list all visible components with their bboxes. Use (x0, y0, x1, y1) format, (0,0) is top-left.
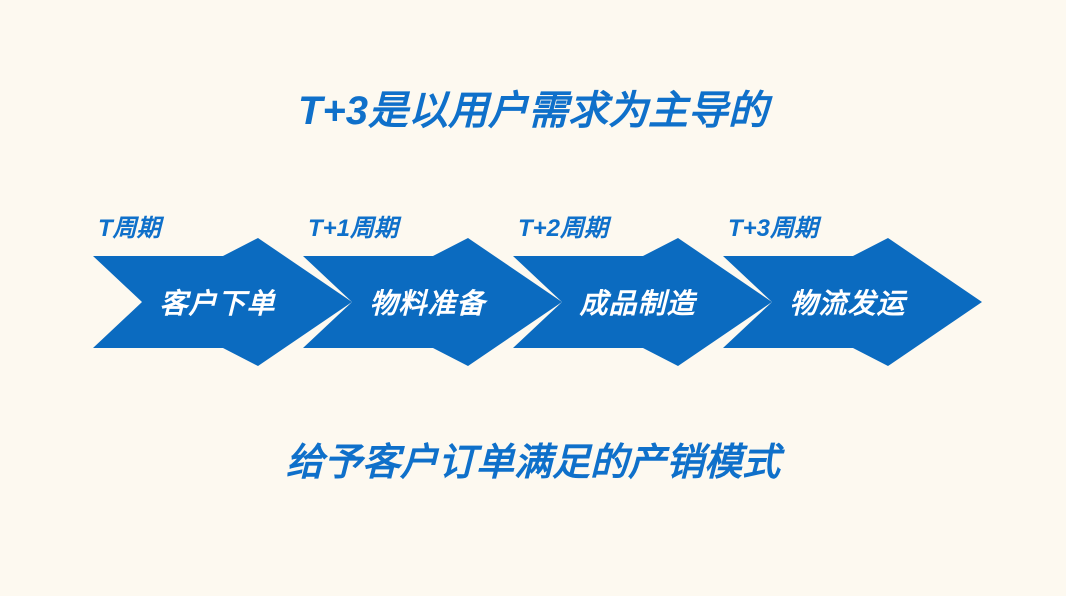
process-arrow: 物流发运 (723, 238, 982, 366)
stage-period-label: T+1周期 (308, 215, 399, 242)
stage-task-label: 物料准备 (369, 288, 486, 319)
stage-task-label: 物流发运 (789, 288, 906, 319)
page-title: T+3是以用户需求为主导的 (297, 89, 769, 133)
stage-period-label: T+2周期 (518, 215, 609, 242)
stage-task-label: 客户下单 (159, 288, 276, 319)
stage-period-label: T+3周期 (728, 215, 819, 242)
stage-task-label: 成品制造 (579, 288, 696, 319)
stage-t3: T+3周期 物流发运 (723, 217, 983, 366)
page-subtitle: 给予客户订单满足的产销模式 (285, 442, 780, 484)
stage-period-label: T周期 (98, 215, 161, 242)
